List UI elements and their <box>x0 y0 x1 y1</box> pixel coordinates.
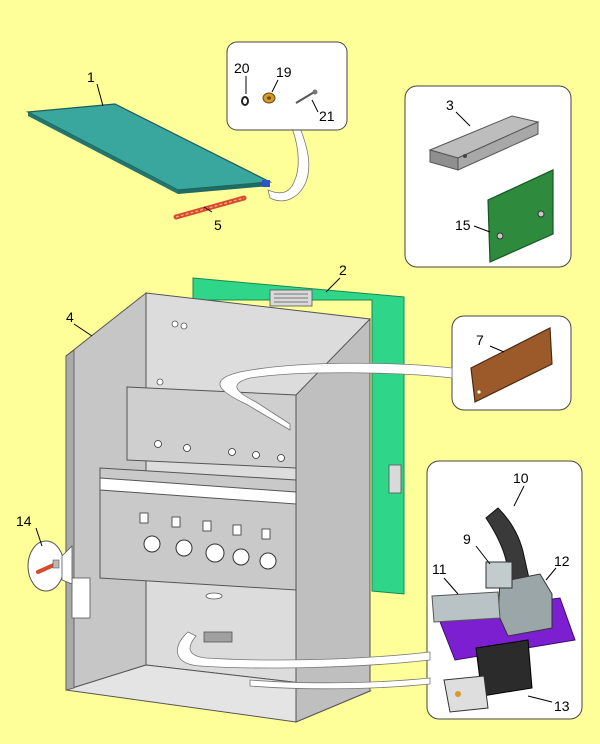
hardware-callout-box <box>226 41 348 131</box>
leader-ribbon-part-13 <box>176 631 431 669</box>
pipe-part-11 <box>431 591 501 623</box>
callout-2: 2 <box>339 262 347 278</box>
sensor-rod-part-5 <box>173 195 247 220</box>
screw-part-21 <box>295 89 318 104</box>
leader-lines <box>35 76 557 703</box>
gasket-callout-box <box>451 315 572 411</box>
leader-ribbon-part-13b <box>249 677 431 690</box>
grommet-part-20 <box>241 96 249 106</box>
callout-4: 4 <box>66 309 74 325</box>
igniter-callout-part-14 <box>27 540 73 592</box>
callout-14: 14 <box>16 513 32 529</box>
callout-21: 21 <box>319 108 335 124</box>
cabinet-part-4 <box>65 291 372 723</box>
callout-3: 3 <box>446 97 454 113</box>
sensor-module-part-13 <box>443 639 533 713</box>
nut-part-19 <box>262 92 276 104</box>
callout-12: 12 <box>554 553 570 569</box>
leader-ribbon-part-7 <box>219 362 453 431</box>
callout-13: 13 <box>554 698 570 714</box>
callout-7: 7 <box>476 332 484 348</box>
control-valve-callout-box <box>426 460 583 720</box>
top-panel-part-1 <box>25 103 273 194</box>
bracket-callout-box <box>404 85 572 268</box>
gasket-part-7 <box>470 327 553 403</box>
callout-11: 11 <box>432 561 447 577</box>
callout-10: 10 <box>513 470 529 486</box>
leader-ribbon-part-1 <box>267 127 310 202</box>
callout-9: 9 <box>463 531 471 547</box>
callout-1: 1 <box>87 69 95 85</box>
callout-5: 5 <box>214 217 222 233</box>
fitting-part-9 <box>485 561 513 589</box>
bracket-part-3 <box>428 115 540 171</box>
circuit-board-part-15 <box>487 169 554 263</box>
callout-19: 19 <box>276 64 292 80</box>
callout-20: 20 <box>234 60 250 76</box>
callout-15: 15 <box>455 217 471 233</box>
